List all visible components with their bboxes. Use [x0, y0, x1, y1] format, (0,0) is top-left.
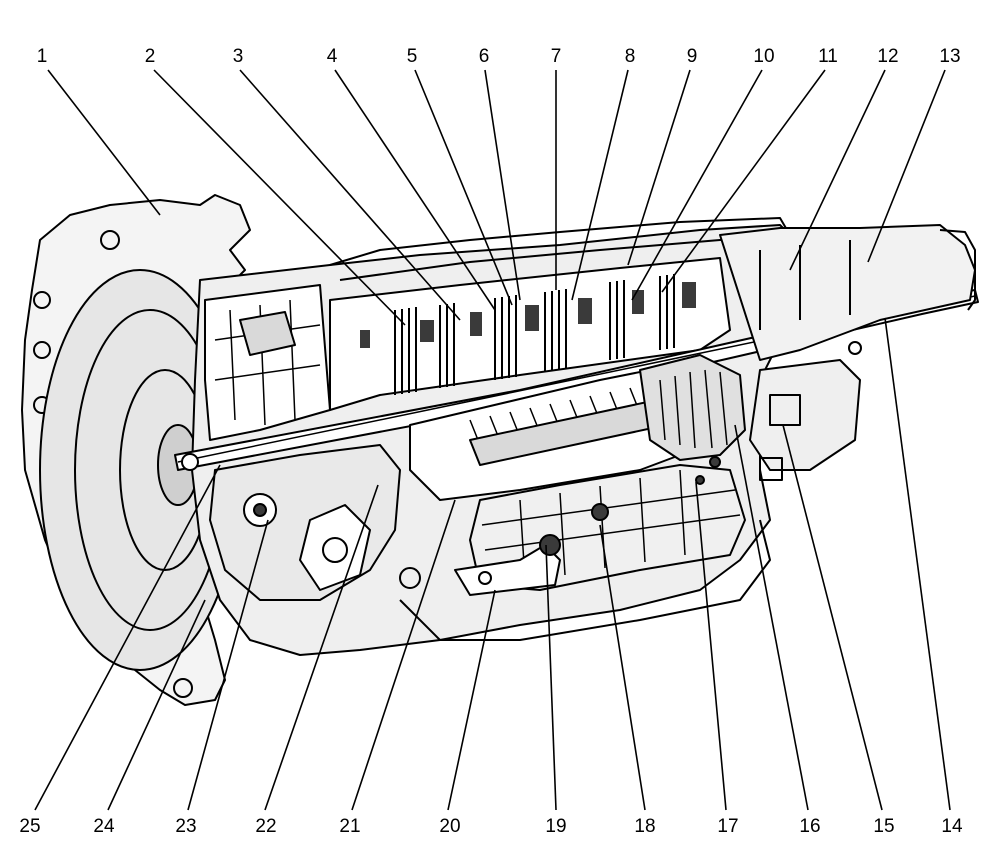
callout-18: 18 — [634, 816, 655, 837]
bolt-boss — [100, 230, 120, 250]
callout-6: 6 — [479, 46, 490, 67]
callout-15: 15 — [873, 816, 894, 837]
transmission-illustration — [21, 194, 979, 706]
leader-lines-bottom — [34, 317, 951, 811]
callout-12: 12 — [877, 46, 898, 67]
callout-14: 14 — [941, 816, 963, 837]
callout-13: 13 — [939, 46, 960, 67]
mount-bolt — [848, 341, 862, 355]
output-seal — [939, 229, 976, 311]
callout-8: 8 — [625, 46, 636, 67]
callout-21: 21 — [339, 816, 360, 837]
case-top-ridge — [329, 217, 791, 266]
callouts-bottom: 25 24 23 22 21 20 19 18 17 16 15 14 — [19, 816, 963, 837]
callout-24: 24 — [93, 816, 115, 837]
cutaway-upper — [329, 257, 731, 411]
pump-gear-hub — [253, 503, 267, 517]
sensor-bolt — [478, 571, 492, 585]
fitting — [695, 475, 705, 485]
bolt-boss — [173, 678, 193, 698]
callouts-top: 1 2 3 4 5 6 7 8 9 10 11 12 13 — [37, 46, 961, 67]
pump-rotor — [299, 504, 371, 591]
callout-11: 11 — [818, 46, 838, 67]
callout-19: 19 — [545, 816, 566, 837]
solenoid-connector — [591, 503, 609, 521]
mount-pad — [769, 394, 801, 426]
rear-mount — [749, 359, 861, 471]
oil-pan — [399, 519, 771, 641]
extension-housing — [719, 224, 976, 361]
planetary-gear-teeth — [469, 383, 661, 446]
callout-2: 2 — [145, 46, 156, 67]
callout-17: 17 — [717, 816, 738, 837]
callout-16: 16 — [799, 816, 820, 837]
front-interior — [204, 284, 331, 441]
leader-lines-top — [47, 69, 946, 326]
callout-7: 7 — [551, 46, 562, 67]
callout-22: 22 — [255, 816, 276, 837]
input-shaft-end — [181, 453, 199, 471]
callout-10: 10 — [753, 46, 774, 67]
pump-rotor-hub — [322, 537, 348, 563]
bolt-boss — [33, 291, 51, 309]
case-boss — [399, 567, 421, 589]
callout-20: 20 — [439, 816, 460, 837]
sensor-tip — [539, 534, 561, 556]
clutch-hub-blocks — [360, 282, 696, 348]
bolt-boss — [33, 341, 51, 359]
extension-rib — [759, 240, 851, 330]
fitting — [709, 456, 721, 468]
callout-4: 4 — [327, 46, 338, 67]
clutch-packs — [394, 274, 675, 395]
mount-bolt-pad — [759, 457, 783, 481]
front-interior-detail — [214, 299, 321, 426]
callout-3: 3 — [233, 46, 244, 67]
valve-body-grid — [481, 469, 741, 581]
callout-1: 1 — [37, 46, 48, 67]
callout-9: 9 — [687, 46, 698, 67]
callout-5: 5 — [407, 46, 418, 67]
callout-25: 25 — [19, 816, 40, 837]
front-servo — [239, 311, 296, 356]
drum-ribs — [659, 369, 728, 449]
callout-23: 23 — [175, 816, 196, 837]
